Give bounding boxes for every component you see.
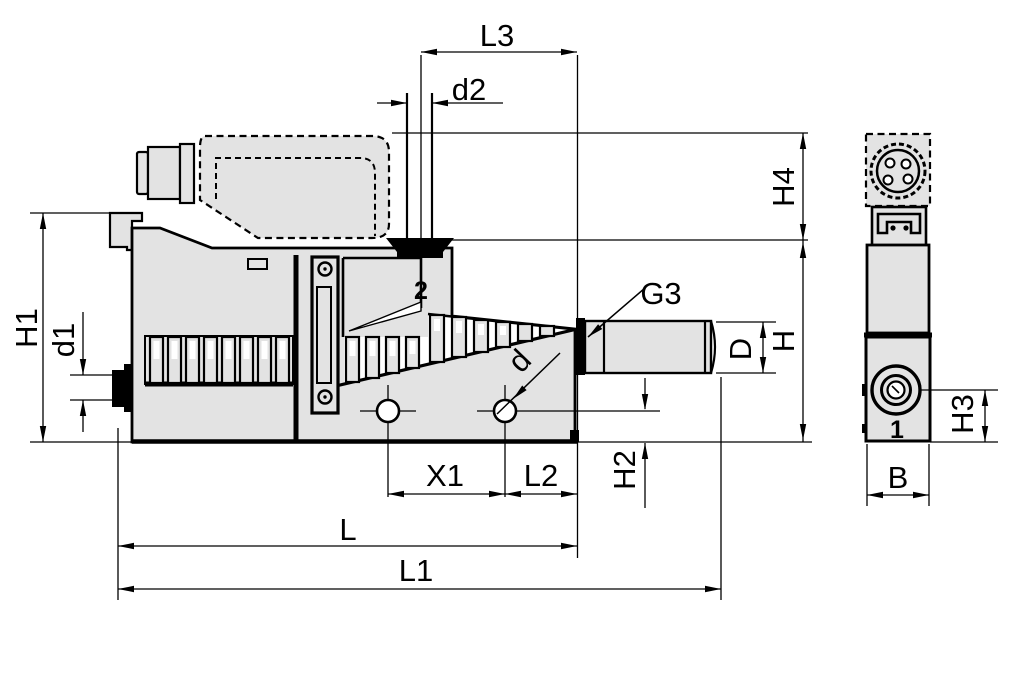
fins — [148, 335, 291, 385]
connector-pin — [884, 157, 896, 169]
connector-head — [864, 132, 932, 208]
ramp-fin-section — [337, 312, 577, 388]
compressed-air-port — [870, 364, 998, 416]
ramp-fins-left — [344, 335, 421, 384]
connector-latch — [870, 205, 928, 250]
mounting-hole-right — [492, 398, 518, 424]
connector-pin — [902, 173, 914, 185]
dim-label-h4: H4 — [766, 167, 801, 207]
silencer-body — [583, 319, 713, 375]
dim-label-l3: L3 — [480, 18, 514, 53]
dim-label-h2: H2 — [607, 450, 642, 490]
connector-pin — [882, 174, 894, 186]
port-1-marking: 1 — [890, 416, 904, 444]
dim-label-h1: H1 — [9, 308, 44, 348]
body-corner-block — [570, 430, 579, 442]
dim-label-x1: X1 — [426, 458, 464, 493]
dim-label-l2: L2 — [524, 458, 558, 493]
venturi-chamber — [341, 250, 423, 337]
dim-label-h3: H3 — [945, 394, 980, 434]
silencer — [576, 318, 717, 375]
side-view — [862, 132, 998, 443]
thread-port-face — [576, 318, 585, 375]
tube-fitting — [386, 238, 454, 252]
dim-label-g3: G3 — [640, 276, 681, 311]
mounting-hole-left — [375, 398, 401, 424]
dim-label-d-cap: D — [723, 338, 758, 360]
front-view — [70, 55, 717, 497]
nozzle-wedge — [348, 300, 422, 332]
plug-barrel — [146, 145, 182, 201]
plug-flange — [178, 142, 196, 205]
latch-bracket — [876, 212, 922, 235]
left-fin-block — [144, 335, 294, 387]
divider-column — [293, 255, 340, 442]
connector-pin — [900, 158, 912, 170]
port-2-marking: 2 — [414, 277, 428, 305]
cable-plug-dashed — [135, 134, 391, 240]
plug-outline — [198, 134, 391, 240]
dim-label-h: H — [766, 330, 801, 352]
top-recess — [247, 258, 268, 270]
dim-label-l1: L1 — [399, 553, 433, 588]
side-body-upper — [865, 243, 931, 335]
dim-label-l: L — [339, 512, 356, 547]
silencer-end-cap — [709, 320, 717, 374]
dim-label-d1: d1 — [46, 323, 81, 357]
plug-inner-outline — [215, 157, 376, 236]
left-port-fitting — [70, 364, 133, 412]
dim-label-b: B — [888, 460, 909, 495]
dimension-annotations: L3 d2 H4 H D H1 — [9, 18, 998, 600]
ramp-fins-right — [428, 313, 556, 364]
dim-label-d2: d2 — [452, 72, 486, 107]
plug-cap — [135, 150, 150, 196]
clamp-slot — [316, 286, 332, 384]
mounting-holes — [360, 385, 660, 497]
connector-face — [875, 148, 921, 194]
